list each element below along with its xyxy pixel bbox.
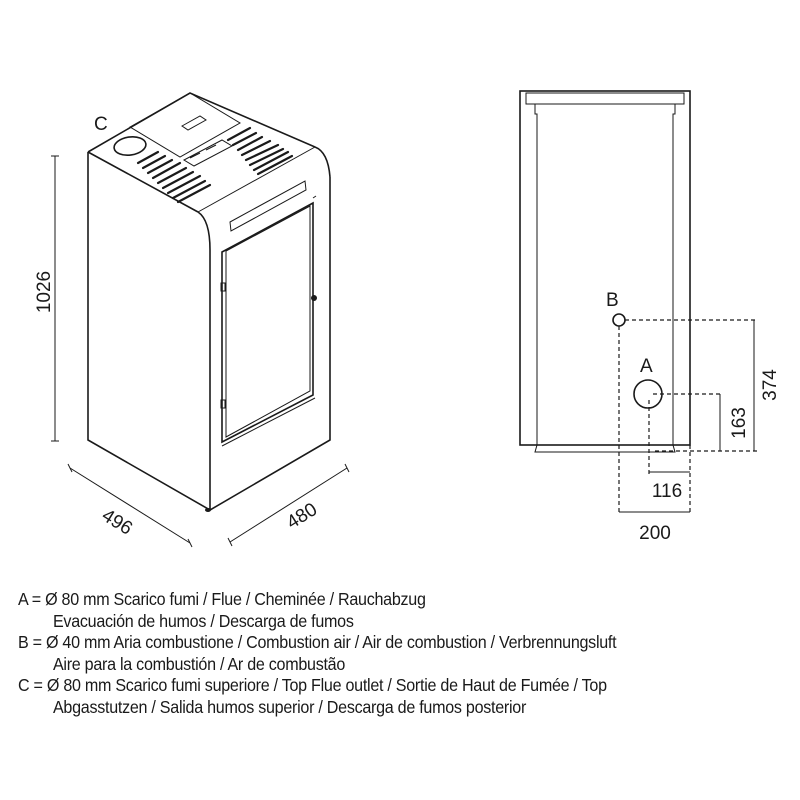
stove-perspective-view: C 1026 xyxy=(34,92,350,548)
legend-c-line1: C = Ø 80 mm Scarico fumi superiore / Top… xyxy=(18,675,607,695)
depth-dimension: 496 xyxy=(67,463,193,548)
door-handle xyxy=(311,295,317,301)
label-b: B xyxy=(606,290,619,311)
dim-116-label: 116 xyxy=(652,481,682,502)
stove-foot xyxy=(205,508,211,512)
door-hinge xyxy=(220,282,226,292)
depth-dim-label: 496 xyxy=(98,505,136,540)
dim-200-label: 200 xyxy=(639,523,671,544)
legend-b-line1: B = Ø 40 mm Aria combustione / Combustio… xyxy=(18,632,617,652)
stove-left-side xyxy=(87,152,211,511)
stove-top-face xyxy=(87,92,331,213)
dim-374-label: 374 xyxy=(760,369,781,401)
front-air-slot xyxy=(229,180,307,232)
dim-200: 200 xyxy=(619,511,690,544)
air-inlet-b xyxy=(612,313,626,327)
rear-outer-frame xyxy=(519,90,691,446)
legend-b-line2: Aire para la combustión / Ar de combustã… xyxy=(52,653,346,674)
height-dim-label: 1026 xyxy=(34,271,55,313)
height-dimension: 1026 xyxy=(34,155,59,442)
flue-outlet-a xyxy=(633,379,663,409)
rear-body-outline xyxy=(534,104,676,453)
legend-a-line1: A = Ø 80 mm Scarico fumi / Flue / Chemin… xyxy=(18,589,426,609)
vent-grille-left xyxy=(136,150,212,204)
label-c: C xyxy=(94,114,108,135)
vent-grille-right xyxy=(226,126,294,176)
connection-legend: A = Ø 80 mm Scarico fumi / Flue / Chemin… xyxy=(18,589,617,718)
dim-116: 116 xyxy=(649,471,690,502)
top-flue-outlet-c xyxy=(113,136,147,156)
stove-front-edge xyxy=(197,211,211,510)
stove-door xyxy=(221,201,314,444)
control-panel-plate xyxy=(129,92,241,158)
width-dim-label: 480 xyxy=(283,499,321,534)
display-icon xyxy=(181,115,207,131)
dim-374: 374 xyxy=(753,320,781,451)
legend-c-line2: Abgasstutzen / Salida humos superior / D… xyxy=(52,696,527,717)
door-hinge xyxy=(220,399,226,409)
dim-163: 163 xyxy=(719,394,750,451)
stove-rear-view: B A 374 163 116 200 xyxy=(519,90,781,544)
width-dimension: 480 xyxy=(227,463,350,547)
control-buttons-icon xyxy=(182,139,234,167)
dim-163-label: 163 xyxy=(729,407,750,439)
label-a: A xyxy=(640,356,653,377)
stove-front-face xyxy=(209,177,331,511)
door-glass xyxy=(225,205,311,438)
legend-a-line2: Evacuación de humos / Descarga de fumos xyxy=(52,610,354,631)
